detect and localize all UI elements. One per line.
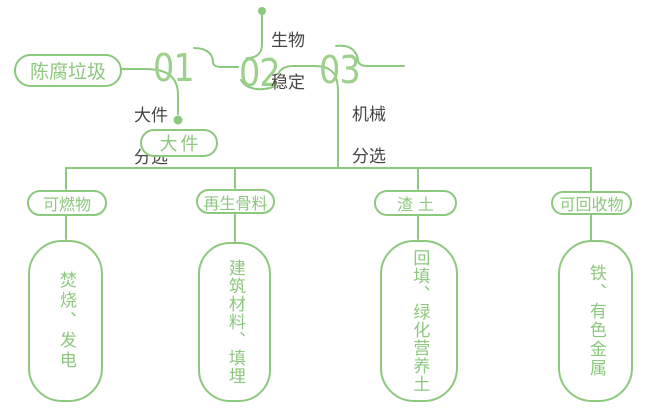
distribution-bar [65, 167, 592, 193]
annotation-bio-stabilization: 生物 稳定 [271, 10, 305, 115]
result-box-recycled-aggregate: 建筑材料、填埋 [198, 242, 271, 402]
arc-over-step-03-outlet [335, 44, 405, 67]
annotation-bio-line2: 稳定 [271, 73, 305, 93]
arc-over-step-01 [193, 47, 239, 68]
category-pill-slag: 渣土 [374, 190, 457, 216]
category-label: 可燃物 [42, 195, 91, 214]
category-label: 渣土 [396, 195, 439, 214]
bio-branch-dot [258, 7, 266, 15]
result-box-combustibles: 焚烧、发电 [28, 240, 103, 402]
category-pill-recycled-aggregate: 再生骨料 [196, 189, 275, 214]
result-box-slag: 回填、绿化营养土 [380, 240, 458, 402]
arc-under-step-02 [240, 79, 274, 91]
bulky-branch-dot [173, 115, 183, 125]
category-pill-recyclables: 可回收物 [551, 191, 632, 215]
result-box-recyclables: 铁、有色金属 [558, 240, 633, 402]
source-label: 陈腐垃圾 [29, 61, 106, 83]
connector-source-to-bulky [121, 68, 179, 115]
annotation-bulky-line1: 大件 [134, 106, 168, 126]
result-text: 焚烧、发电 [55, 271, 76, 371]
step-number-03: 03 [319, 48, 361, 92]
step-number-02: 02 [239, 51, 281, 95]
connector-bio-branch [246, 14, 263, 59]
annotation-mech-line2: 分选 [352, 147, 386, 167]
category-label: 再生骨料 [203, 193, 268, 213]
result-text: 铁、有色金属 [585, 264, 606, 378]
result-text: 回填、绿化营养土 [409, 249, 430, 393]
step-number-01: 01 [153, 46, 195, 90]
connector-step02-to-distribution [277, 65, 339, 169]
bulky-pill: 大件 [140, 129, 218, 157]
source-pill: 陈腐垃圾 [14, 54, 122, 87]
category-label: 可回收物 [559, 195, 624, 214]
category-pill-combustibles: 可燃物 [27, 190, 107, 216]
result-text: 建筑材料、填埋 [224, 259, 245, 385]
bulky-label: 大件 [159, 134, 202, 155]
annotation-bio-line1: 生物 [271, 31, 305, 51]
annotation-mech-line1: 机械 [352, 105, 386, 125]
annotation-mechanical-sorting: 机械 分选 [352, 84, 386, 189]
